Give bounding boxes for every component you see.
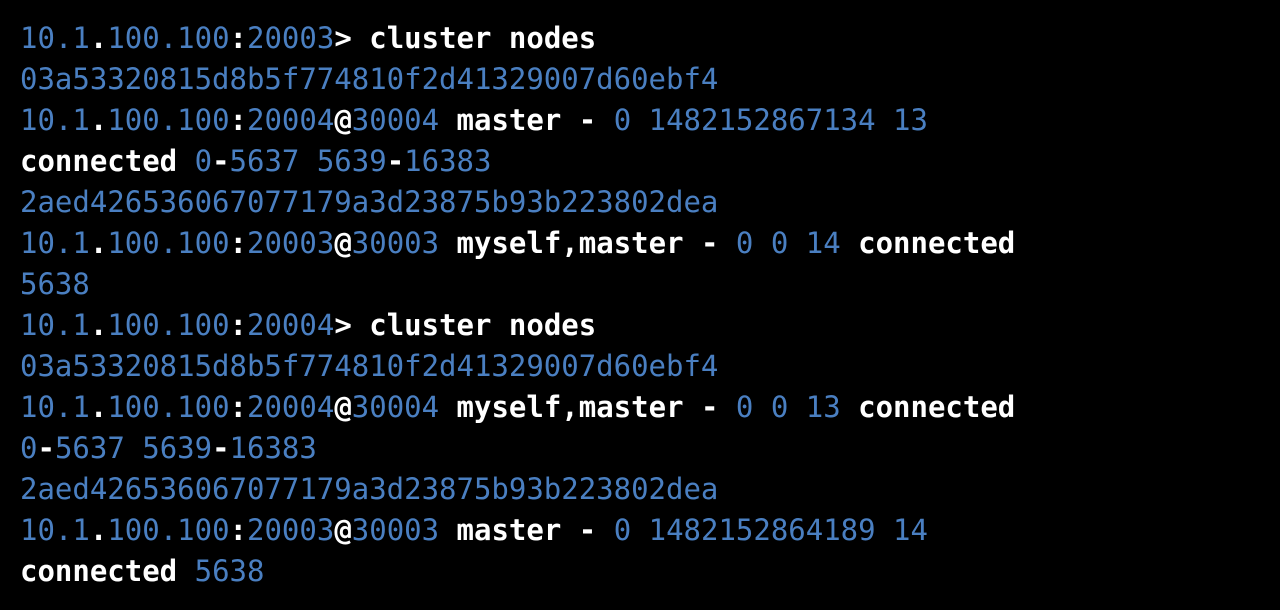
terminal-text-segment: 30004 (351, 390, 440, 424)
terminal-text-segment: 5637 5639 (54, 431, 213, 465)
terminal-text-segment: . (89, 21, 108, 55)
terminal-text-segment: . (89, 390, 108, 424)
terminal-text-segment: myself,master - (439, 390, 736, 424)
terminal-line: 03a53320815d8b5f774810f2d41329007d60ebf4 (20, 346, 1280, 387)
terminal-text-segment: @ (334, 513, 352, 547)
terminal-text-segment: 0 (20, 431, 38, 465)
terminal-line: 2aed426536067077179a3d23875b93b223802dea (20, 469, 1280, 510)
terminal-text-segment: > cluster nodes (334, 308, 597, 342)
terminal-text-segment: 30003 (351, 513, 440, 547)
terminal-text-segment: : (229, 21, 247, 55)
terminal-text-segment: . (89, 103, 108, 137)
terminal-text-segment: 16383 (404, 144, 492, 178)
terminal-text-segment: 20004 (247, 308, 335, 342)
terminal-line: 10.1.100.100:20003@30003 myself,master -… (20, 223, 1280, 264)
terminal-text-segment: 0 0 14 (735, 226, 841, 260)
terminal-text-segment: 03a53320815d8b5f774810f2d41329007d60ebf4 (20, 62, 719, 96)
terminal-text-segment: 100.100 (107, 513, 230, 547)
terminal-text-segment: 5638 (20, 267, 90, 301)
terminal-text-segment: : (229, 513, 247, 547)
terminal-text-segment: 0 0 13 (735, 390, 841, 424)
terminal-text-segment: 30003 (351, 226, 440, 260)
terminal-text-segment: . (89, 226, 108, 260)
terminal-text-segment: 2aed426536067077179a3d23875b93b223802dea (20, 472, 719, 506)
terminal-text-segment: 10.1 (20, 103, 90, 137)
terminal-text-segment: 2aed426536067077179a3d23875b93b223802dea (20, 185, 719, 219)
terminal-line: 0-5637 5639-16383 (20, 428, 1280, 469)
terminal-text-segment: 30004 (351, 103, 440, 137)
terminal-text-segment: 10.1 (20, 513, 90, 547)
terminal-text-segment: 5638 (194, 554, 265, 588)
terminal-text-segment: : (229, 308, 247, 342)
terminal-text-segment: > cluster nodes (334, 21, 597, 55)
terminal-text-segment: master - (439, 513, 614, 547)
terminal-text-segment: @ (334, 390, 352, 424)
terminal-text-segment: . (89, 513, 108, 547)
terminal-line: 10.1.100.100:20003> cluster nodes (20, 18, 1280, 59)
terminal-text-segment: @ (334, 103, 352, 137)
terminal-text-segment: 20004 (247, 390, 335, 424)
terminal-text-segment: myself,master - (439, 226, 736, 260)
terminal-text-segment: @ (334, 226, 352, 260)
terminal-text-segment: 20003 (247, 226, 335, 260)
terminal-text-segment: 100.100 (107, 21, 230, 55)
terminal-text-segment: 03a53320815d8b5f774810f2d41329007d60ebf4 (20, 349, 719, 383)
terminal-text-segment: : (229, 390, 247, 424)
terminal-text-segment: 0 1482152867134 13 (613, 103, 928, 137)
terminal-line: connected 0-5637 5639-16383 (20, 141, 1280, 182)
terminal-text-segment: 0 1482152864189 14 (613, 513, 928, 547)
terminal-line: 10.1.100.100:20004@30004 master - 0 1482… (20, 100, 1280, 141)
terminal-text-segment: connected (20, 554, 195, 588)
terminal-text-segment: - (37, 431, 55, 465)
terminal-line: 10.1.100.100:20004> cluster nodes (20, 305, 1280, 346)
terminal-line: 5638 (20, 264, 1280, 305)
terminal-line: 10.1.100.100:20003@30003 master - 0 1482… (20, 510, 1280, 551)
terminal-text-segment: 100.100 (107, 390, 230, 424)
terminal-text-segment: 5637 5639 (229, 144, 387, 178)
terminal-text-segment: 20003 (247, 513, 335, 547)
terminal-text-segment: - (386, 144, 405, 178)
terminal-line: 03a53320815d8b5f774810f2d41329007d60ebf4 (20, 59, 1280, 100)
terminal-text-segment: : (229, 226, 247, 260)
terminal-text-segment: 20004 (247, 103, 335, 137)
terminal-line: 2aed426536067077179a3d23875b93b223802dea (20, 182, 1280, 223)
terminal-text-segment: 16383 (229, 431, 317, 465)
terminal-text-segment: connected (840, 390, 1016, 424)
terminal-text-segment: 0 (194, 144, 213, 178)
terminal-text-segment: 10.1 (20, 226, 90, 260)
terminal-text-segment: . (89, 308, 108, 342)
terminal-text-segment: 20003 (247, 21, 335, 55)
terminal-line: connected 5638 (20, 551, 1280, 592)
terminal-text-segment: - (212, 144, 230, 178)
terminal-line: 10.1.100.100:20004@30004 myself,master -… (20, 387, 1280, 428)
terminal-text-segment: 10.1 (20, 390, 90, 424)
terminal-text-segment: 100.100 (107, 308, 230, 342)
terminal-text-segment: connected (20, 144, 195, 178)
terminal-text-segment: : (229, 103, 247, 137)
terminal-text-segment: 100.100 (107, 103, 230, 137)
terminal-text-segment: 10.1 (20, 21, 90, 55)
terminal-text-segment: 10.1 (20, 308, 90, 342)
terminal-text-segment: - (212, 431, 230, 465)
terminal-text-segment: connected (840, 226, 1016, 260)
terminal-text-segment: master - (439, 103, 614, 137)
terminal-text-segment: 100.100 (107, 226, 230, 260)
